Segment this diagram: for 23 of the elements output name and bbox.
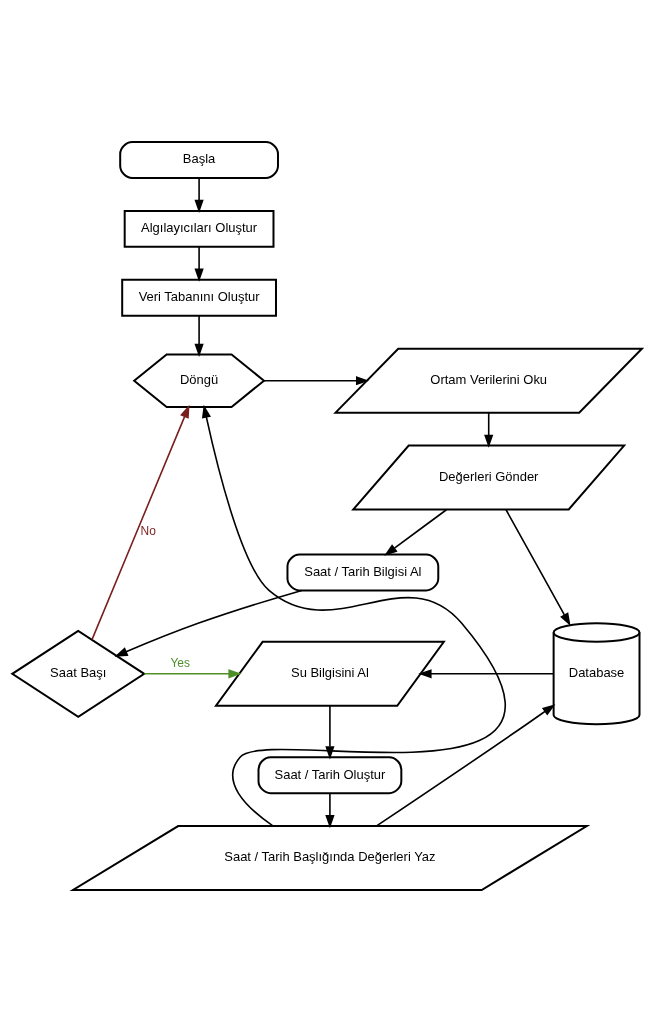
arrow: [201, 404, 506, 827]
node-box: Saat / Tarih Oluştur: [257, 756, 403, 795]
arrow: [375, 704, 556, 827]
node-box: Veri Tabanını Oluştur: [121, 278, 277, 317]
arrow: [194, 315, 204, 357]
arrow: [384, 508, 448, 556]
arrow: [325, 792, 335, 829]
arrow: [91, 404, 190, 641]
node-diamond: Saat Başı: [10, 629, 147, 718]
arrow: [194, 177, 204, 213]
arrow: [143, 669, 242, 679]
arrow: [484, 411, 494, 448]
arrow: [505, 508, 571, 626]
arrow: [325, 705, 335, 760]
node-box: Başla: [119, 141, 279, 179]
arrow: [194, 246, 204, 282]
edge-label: No: [140, 524, 156, 539]
arrow: [114, 589, 303, 657]
arrow: [418, 669, 555, 679]
node-box: Algılayıcıları Oluştur: [123, 209, 275, 248]
edge-label: Yes: [170, 656, 190, 671]
arrow: [263, 376, 370, 386]
node-box: Saat / Tarih Bilgisi Al: [286, 553, 440, 592]
